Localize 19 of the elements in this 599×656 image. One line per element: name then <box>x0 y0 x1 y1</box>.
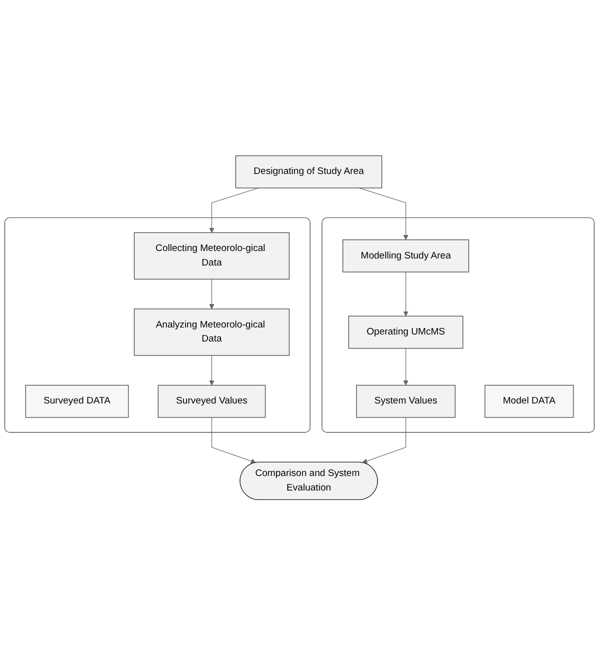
node-box: Analyzing Meteorolo-gical Data <box>134 308 290 356</box>
node-box: Modelling Study Area <box>342 240 470 273</box>
node-box: Model DATA <box>484 385 574 418</box>
node-box: Surveyed DATA <box>25 385 129 418</box>
node-box: Surveyed Values <box>158 385 266 418</box>
node-box: Designating of Study Area <box>235 156 382 189</box>
cluster <box>4 218 310 433</box>
arrow <box>403 348 408 386</box>
node-box: System Values <box>356 385 456 418</box>
arrow <box>209 355 214 386</box>
arrow <box>211 417 256 464</box>
arrow <box>209 188 259 234</box>
arrow <box>209 279 214 310</box>
cluster <box>322 218 595 433</box>
node-box: Collecting Meteorolo-gical Data <box>134 232 290 280</box>
arrow <box>403 272 408 317</box>
arrow <box>358 188 408 240</box>
arrow <box>362 417 406 464</box>
node-box: Operating UMcMS <box>348 316 464 349</box>
